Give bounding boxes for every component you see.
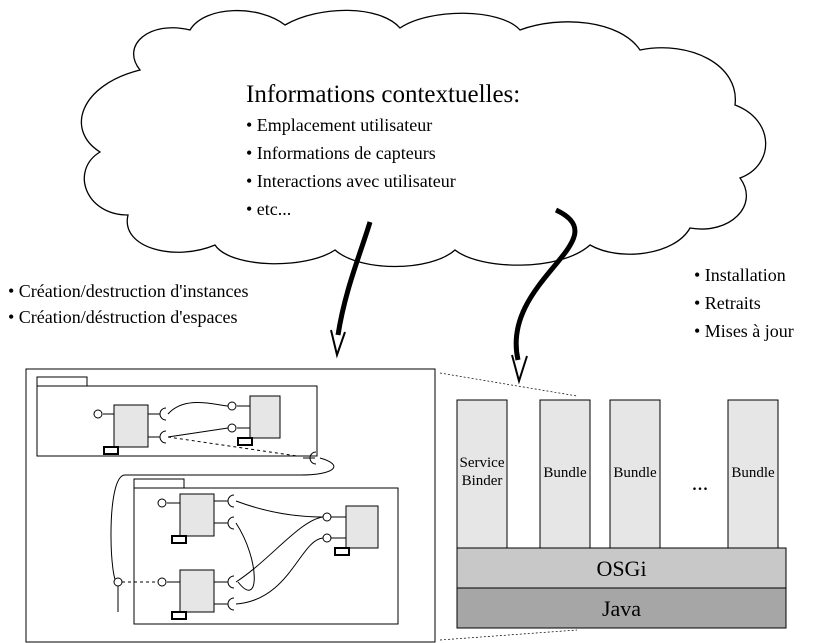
- zoom-line-bottom: [439, 629, 578, 641]
- left-flow-arrow: [330, 221, 373, 359]
- column-label-bundle-3: Bundle: [731, 465, 775, 481]
- right-action-remove: • Retraits: [694, 293, 761, 313]
- right-action-install: • Installation: [694, 265, 786, 285]
- zoom-line-top: [439, 372, 578, 397]
- cloud-title: Informations contextuelles:: [246, 81, 521, 108]
- left-action-instances: • Création/destruction d'instances: [8, 281, 249, 301]
- column-label-bundle-2: Bundle: [613, 465, 657, 481]
- osgi-column-4: [727, 399, 779, 549]
- layer-label-java: Java: [601, 596, 642, 621]
- osgi-stack-panel: [456, 399, 787, 629]
- left-action-spaces: • Création/déstruction d'espaces: [8, 307, 238, 327]
- column-label-service-binder: Service Binder: [459, 455, 505, 489]
- component-architecture-panel: [25, 368, 436, 643]
- java-layer: [456, 587, 787, 629]
- osgi-column-0: [456, 399, 508, 549]
- cloud-item-interactions: • Interactions avec utilisateur: [246, 171, 456, 191]
- cloud-item-etc: • etc...: [246, 199, 292, 219]
- right-flow-arrow: [511, 207, 578, 385]
- cloud-item-sensors: • Informations de capteurs: [246, 143, 436, 163]
- context-cloud-shape: [80, 9, 767, 268]
- right-action-update: • Mises à jour: [694, 321, 794, 341]
- layer-label-osgi: OSGi: [596, 556, 647, 581]
- osgi-column-2: [609, 399, 661, 549]
- osgi-layer: [456, 547, 787, 589]
- cloud-item-location: • Emplacement utilisateur: [246, 115, 433, 135]
- column-label-bundle-1: Bundle: [543, 465, 587, 481]
- column-label-ellipsis: ...: [691, 470, 709, 495]
- osgi-column-1: [539, 399, 591, 549]
